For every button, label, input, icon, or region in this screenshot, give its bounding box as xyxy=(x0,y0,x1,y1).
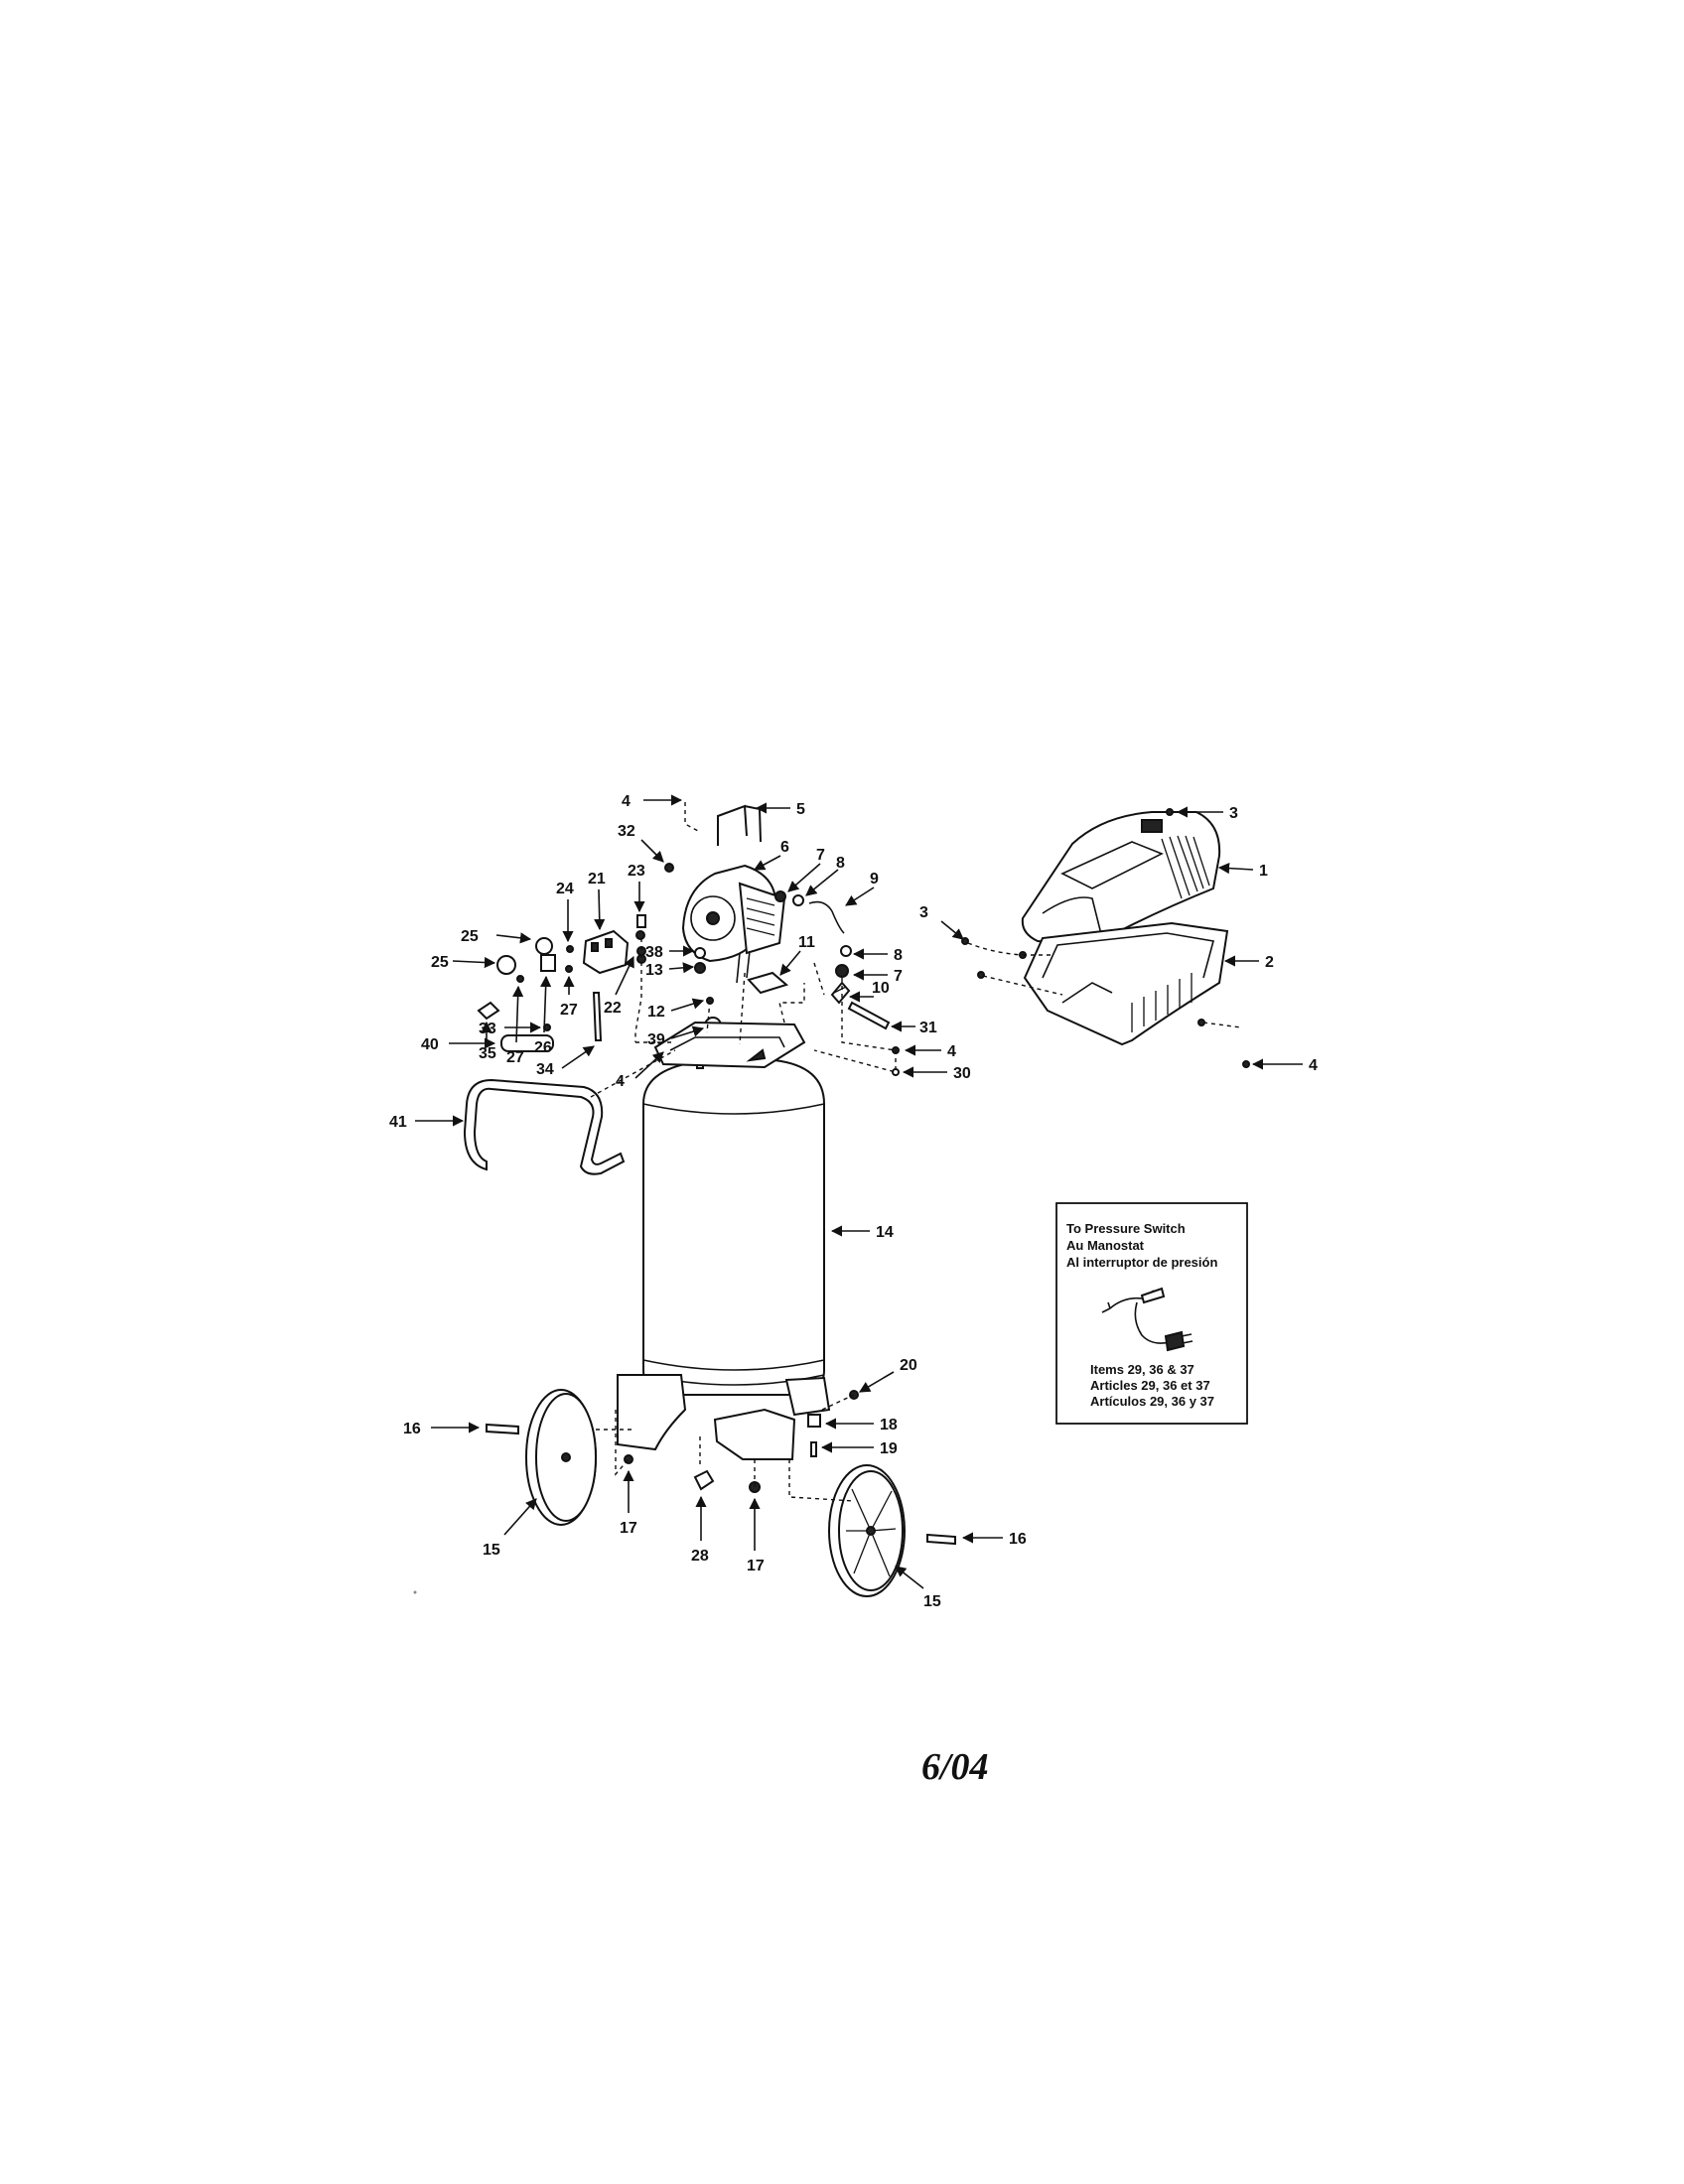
callout-25: 25 xyxy=(431,954,449,971)
callout-15: 15 xyxy=(483,1542,500,1559)
pressure-switch-part xyxy=(582,929,630,975)
wheel-left-part xyxy=(525,1389,597,1526)
callout-17: 17 xyxy=(747,1558,765,1574)
shroud-top-part xyxy=(1021,811,1221,947)
callout-14: 14 xyxy=(876,1224,894,1241)
callout-13: 13 xyxy=(645,962,663,979)
callout-2: 2 xyxy=(1265,954,1274,971)
pressure-switch-inset: To Pressure Switch Au Manostat Al interr… xyxy=(1055,1202,1248,1425)
callout-38: 38 xyxy=(645,944,663,961)
callout-10: 10 xyxy=(872,980,890,997)
pump-motor-part xyxy=(681,864,786,984)
inset-line-2: Au Manostat xyxy=(1066,1238,1145,1253)
callout-4: 4 xyxy=(616,1073,625,1090)
callout-6: 6 xyxy=(780,839,789,856)
callout-4: 4 xyxy=(622,793,631,810)
callout-33: 33 xyxy=(479,1021,496,1037)
inset-items-fr: Articles 29, 36 et 37 xyxy=(1090,1378,1210,1393)
inset-line-1: To Pressure Switch xyxy=(1066,1221,1186,1236)
callout-16: 16 xyxy=(1009,1531,1027,1548)
inset-items-es: Artículos 29, 36 y 37 xyxy=(1090,1394,1214,1409)
callout-11: 11 xyxy=(798,934,815,951)
date-stamp: 6/04 xyxy=(921,1746,989,1788)
callout-34: 34 xyxy=(536,1061,554,1078)
callout-4: 4 xyxy=(947,1043,956,1060)
callout-27: 27 xyxy=(506,1049,524,1066)
shroud-base-part xyxy=(1023,921,1229,1046)
callout-28: 28 xyxy=(691,1548,709,1565)
callout-40: 40 xyxy=(421,1036,439,1053)
callout-8: 8 xyxy=(836,855,845,872)
callout-39: 39 xyxy=(647,1031,665,1048)
callout-23: 23 xyxy=(628,863,645,880)
callout-27: 27 xyxy=(560,1002,578,1019)
callout-26: 26 xyxy=(534,1039,552,1056)
callout-1: 1 xyxy=(1259,863,1268,880)
callout-9: 9 xyxy=(870,871,879,887)
inset-line-3: Al interruptor de presión xyxy=(1066,1255,1217,1270)
callout-16: 16 xyxy=(403,1421,421,1437)
callout-5: 5 xyxy=(796,801,805,818)
callout-3: 3 xyxy=(919,904,928,921)
callout-3: 3 xyxy=(1229,805,1238,822)
callout-12: 12 xyxy=(647,1004,665,1021)
callout-8: 8 xyxy=(894,947,903,964)
callout-20: 20 xyxy=(900,1357,917,1374)
callout-41: 41 xyxy=(389,1114,407,1131)
callout-22: 22 xyxy=(604,1000,622,1017)
callout-7: 7 xyxy=(894,968,903,985)
callout-21: 21 xyxy=(588,871,606,887)
inset-items-en: Items 29, 36 & 37 xyxy=(1090,1362,1194,1377)
callout-32: 32 xyxy=(618,823,635,840)
callout-4: 4 xyxy=(1309,1057,1318,1074)
callout-18: 18 xyxy=(880,1417,898,1433)
callout-15: 15 xyxy=(923,1593,941,1610)
callout-25: 25 xyxy=(461,928,479,945)
callout-30: 30 xyxy=(953,1065,971,1082)
callout-35: 35 xyxy=(479,1045,496,1062)
callout-7: 7 xyxy=(816,847,825,864)
callout-19: 19 xyxy=(880,1440,898,1457)
callout-24: 24 xyxy=(556,881,574,897)
power-cord-illustration xyxy=(1101,1287,1193,1352)
callout-17: 17 xyxy=(620,1520,637,1537)
wheel-right-part xyxy=(828,1464,906,1597)
air-tank-part xyxy=(642,1051,825,1396)
callout-31: 31 xyxy=(919,1020,937,1036)
